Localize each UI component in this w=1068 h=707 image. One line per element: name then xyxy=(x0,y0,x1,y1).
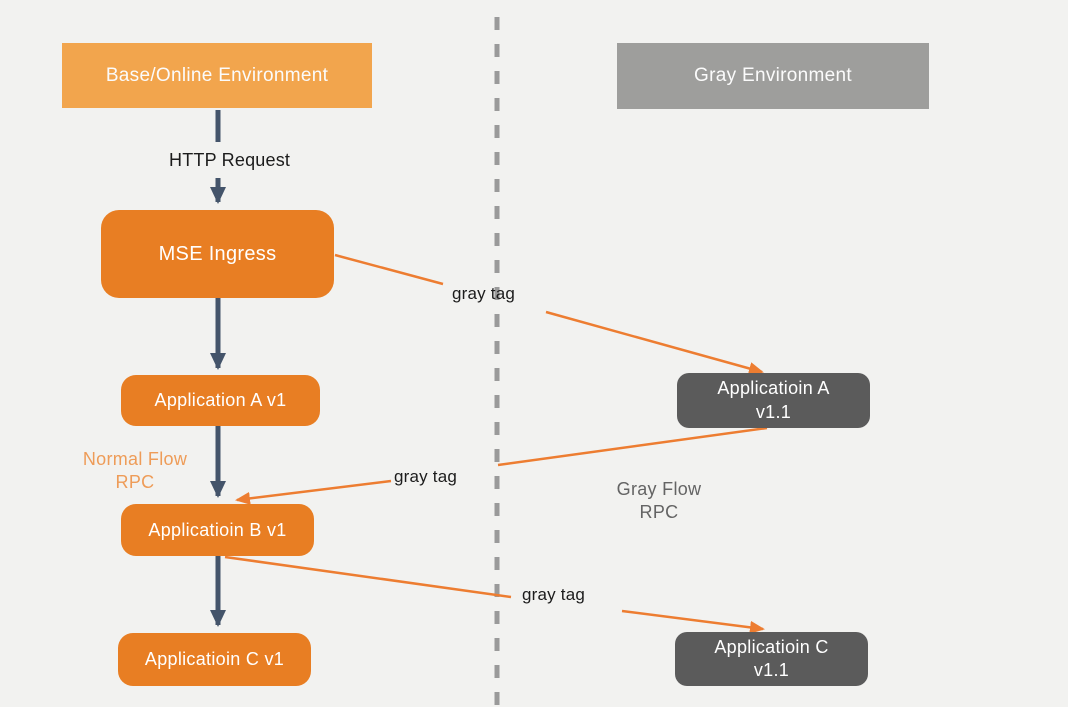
base-environment-header: Base/Online Environment xyxy=(62,43,372,108)
graytag3-arrow-to-appC11 xyxy=(621,609,765,634)
gray-flow-rpc-label: Gray Flow RPC xyxy=(584,478,734,523)
graytag2-arrow-to-appB xyxy=(235,479,392,505)
normal-flow-rpc-label-line2: RPC xyxy=(115,471,155,492)
normal-flow-rpc-label-line1: Normal Flow xyxy=(82,449,188,469)
node-application-b-v1: Applicatioin B v1 xyxy=(121,504,314,556)
gray-environment-header-label: Gray Environment xyxy=(694,65,852,86)
gray-tag-label-3: gray tag xyxy=(522,585,586,604)
gray-environment-header: Gray Environment xyxy=(617,43,929,109)
gray-tag-label-2: gray tag xyxy=(394,467,458,486)
node-mse-ingress-label: MSE Ingress xyxy=(158,242,277,265)
node-application-a-v1-1-label-line1: Applicatioin A xyxy=(717,378,830,399)
node-application-c-v1: Applicatioin C v1 xyxy=(118,633,311,686)
http-request-label: HTTP Request xyxy=(169,150,291,170)
gray-tag-label-1: gray tag xyxy=(452,284,516,303)
node-application-a-v1: Application A v1 xyxy=(121,375,320,426)
node-application-c-v1-label: Applicatioin C v1 xyxy=(144,649,285,669)
graytag2-line-from-appA11 xyxy=(497,426,768,467)
node-application-a-v1-1-label-line2: v1.1 xyxy=(755,401,792,422)
graytag1-line-from-mse xyxy=(334,253,444,286)
node-application-a-v1-label: Application A v1 xyxy=(154,390,287,410)
graytag1-arrow-to-appA11 xyxy=(545,310,764,375)
normal-flow-rpc-label: Normal Flow RPC xyxy=(60,448,210,493)
node-application-b-v1-label: Applicatioin B v1 xyxy=(148,519,287,540)
node-application-c-v1-1-label-line2: v1.1 xyxy=(753,660,790,680)
gray-flow-rpc-label-line1: Gray Flow xyxy=(616,479,702,499)
node-application-c-v1-1-label-line1: Applicatioin C xyxy=(714,636,829,657)
graytag3-line-from-appB xyxy=(224,555,512,599)
base-environment-header-label: Base/Online Environment xyxy=(105,64,329,86)
node-application-a-v1-1: Applicatioin A v1.1 xyxy=(677,373,870,428)
node-application-c-v1-1: Applicatioin C v1.1 xyxy=(675,632,868,686)
node-mse-ingress: MSE Ingress xyxy=(101,210,334,298)
gray-flow-rpc-label-line2: RPC xyxy=(639,501,679,522)
